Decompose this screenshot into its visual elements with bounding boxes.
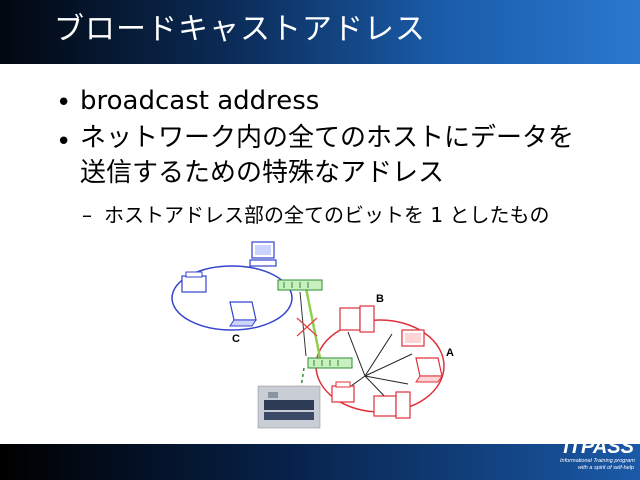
bullet-marker-2: • — [56, 127, 72, 157]
computer-c-top-icon — [249, 241, 277, 267]
footer-bar — [0, 444, 640, 480]
hub-top-icon — [277, 279, 323, 291]
printer-left-icon — [331, 381, 355, 403]
bullet-text-2-line-1: ネットワーク内の全てのホストにデータを — [80, 123, 575, 153]
slide-title: ブロードキャストアドレス — [54, 12, 426, 47]
bullet-marker-1: • — [56, 88, 72, 118]
computer-b-icon — [339, 305, 375, 333]
sub-bullet-text: ホストアドレス部の全てのビットを 1 としたもの — [104, 203, 550, 227]
laptop-c-icon — [229, 301, 257, 327]
computer-right-icon — [401, 329, 425, 347]
hub-bottom-icon — [307, 357, 353, 369]
logo-tagline-2: with a spirit of self-help — [578, 465, 634, 471]
printer-c-icon — [181, 271, 207, 293]
blocked-cross-icon — [296, 317, 318, 337]
dotted-link — [299, 367, 305, 395]
network-c-ring — [171, 265, 293, 331]
label-c: C — [232, 333, 240, 345]
rack-photo-image — [257, 385, 321, 429]
logo-tagline-1: Informational Training program — [560, 458, 635, 464]
hub-link-green — [304, 287, 322, 359]
laptop-a-icon — [415, 357, 443, 383]
bullet-text-2-line-2: 送信するための特殊なアドレス — [80, 158, 445, 188]
sub-bullet-marker: – — [82, 203, 92, 227]
itpass-logo: ITPASS Informational Training program wi… — [560, 436, 635, 478]
network-diagram: B A C — [171, 241, 454, 429]
label-a: A — [446, 347, 454, 359]
computer-bottom-icon — [373, 391, 411, 419]
bullet-text-1: broadcast address — [80, 86, 320, 116]
logo-name: ITPASS — [563, 436, 634, 458]
title-bar: ブロードキャストアドレス — [0, 0, 640, 64]
label-b: B — [376, 293, 384, 305]
